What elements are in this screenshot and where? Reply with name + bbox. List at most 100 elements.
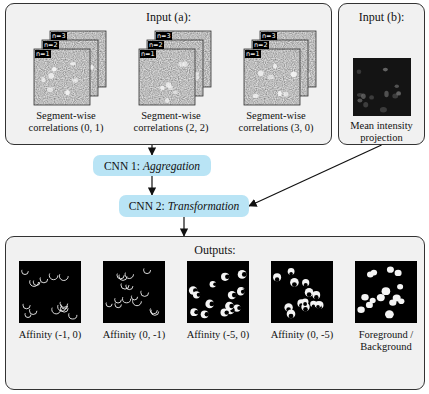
foreground-blob — [361, 294, 368, 301]
cnn-role: Transformation — [168, 200, 240, 212]
frame-border — [34, 49, 90, 105]
caption-text: Segment-wise correlations (0, 1) — [29, 110, 104, 133]
frame-index: n=3 — [261, 32, 277, 40]
affinity-blob — [288, 268, 295, 275]
frame-index: n=2 — [43, 41, 59, 49]
affinity-cut — [229, 304, 234, 309]
output-map: Affinity (-1, 0) — [14, 257, 86, 385]
image-caption: Segment-wise correlations (0, 1) — [14, 110, 118, 134]
cell-blob — [47, 87, 53, 92]
correlation-frames — [119, 28, 223, 108]
cell-blob — [253, 94, 259, 98]
output-map: Affinity (-5, 0) — [182, 257, 254, 385]
image-caption: Foreground / Background — [350, 329, 422, 353]
cell-blob — [160, 86, 165, 90]
foreground-blob — [357, 307, 364, 314]
correlation-frame — [244, 49, 300, 105]
caption-text: Segment-wise correlations (2, 2) — [134, 110, 209, 133]
correlation-frame — [139, 49, 195, 105]
image-ground — [19, 261, 81, 323]
affinity-cut — [232, 293, 237, 298]
cell-blob — [369, 95, 374, 99]
mean-projection: Mean intensity projection — [341, 28, 422, 142]
cell-blob — [273, 64, 277, 69]
affinity-blob — [228, 291, 236, 299]
cell-blob — [65, 90, 70, 95]
caption-text: Mean intensity projection — [350, 120, 413, 143]
foreground-blob — [393, 294, 401, 301]
foreground-blob — [371, 270, 377, 276]
affinity-blob — [237, 288, 244, 295]
affinity-cut — [194, 310, 198, 314]
image-ground — [103, 261, 165, 323]
affinity-cut — [307, 292, 312, 297]
frame-noise — [244, 49, 300, 105]
heading-text: Input (a): — [146, 10, 191, 24]
cell-blob — [173, 91, 178, 95]
frame-noise — [139, 49, 195, 105]
flow-arrow — [151, 145, 152, 155]
image-caption: Affinity (0, -5) — [266, 329, 338, 341]
frame-border — [244, 49, 300, 105]
affinity-cut — [289, 314, 294, 319]
affinity-blob — [312, 291, 320, 299]
correlation-frames — [14, 28, 118, 108]
affinity-blob — [273, 273, 281, 281]
affinity-cut — [303, 302, 307, 306]
cell-blob — [258, 71, 263, 76]
cell-blob — [291, 71, 297, 77]
image-ground — [187, 261, 249, 323]
cnn-box: CNN 2:Transformation — [119, 195, 249, 217]
frame-index: n=1 — [140, 50, 156, 58]
affinity-cut — [289, 272, 293, 276]
affinity-blob — [210, 281, 216, 287]
affinity-ring — [115, 296, 122, 303]
image-caption: Segment-wise correlations (2, 2) — [119, 110, 223, 134]
cell-blob — [283, 91, 288, 96]
cell-blob — [357, 93, 363, 97]
image-caption: Affinity (-1, 0) — [14, 329, 86, 341]
caption-text: Affinity (0, -5) — [271, 329, 334, 341]
affinity-blob — [237, 287, 245, 295]
affinity-ring — [133, 297, 142, 306]
affinity-blob — [190, 308, 198, 316]
image-caption: Affinity (-5, 0) — [182, 329, 254, 341]
cell-blob — [165, 98, 169, 103]
output-image — [187, 261, 249, 323]
affinity-cut — [275, 277, 279, 281]
output-image — [103, 261, 165, 323]
affinity-ring — [23, 302, 30, 309]
affinity-blob — [193, 291, 200, 298]
foreground-blob — [395, 270, 402, 276]
affinity-blob — [221, 273, 229, 281]
flow-arrow — [151, 176, 152, 195]
cnn-name: CNN 1: — [104, 160, 140, 172]
flow-arrow — [249, 145, 382, 206]
output-image — [271, 261, 333, 323]
affinity-ring — [22, 268, 29, 275]
affinity-blob — [201, 310, 209, 318]
cell-blob — [268, 75, 274, 80]
affinity-cut — [304, 283, 308, 287]
affinity-blob — [221, 309, 229, 317]
frame-index: n=3 — [156, 32, 172, 40]
affinity-cut — [197, 293, 201, 297]
caption-text: Affinity (-1, 0) — [19, 329, 82, 341]
caption-text: Foreground / Background — [354, 329, 418, 353]
cell-blob — [384, 91, 388, 97]
image-caption: Segment-wise correlations (3, 0) — [224, 110, 328, 134]
frame-index: n=3 — [51, 32, 67, 40]
affinity-ring — [123, 295, 131, 303]
image-ground — [271, 261, 333, 323]
output-image — [355, 261, 417, 323]
cnn-name: CNN 2: — [129, 200, 165, 212]
affinity-ring — [106, 301, 112, 307]
cell-blob — [48, 73, 54, 79]
cell-blob — [72, 78, 78, 83]
affinity-cut — [210, 302, 215, 307]
output-map: Foreground / Background — [350, 257, 422, 385]
correlation-frames — [224, 28, 328, 108]
output-panel: Outputs:Affinity (-1, 0)Affinity (0, -1)… — [5, 236, 425, 390]
cnn-role: Aggregation — [143, 160, 200, 172]
